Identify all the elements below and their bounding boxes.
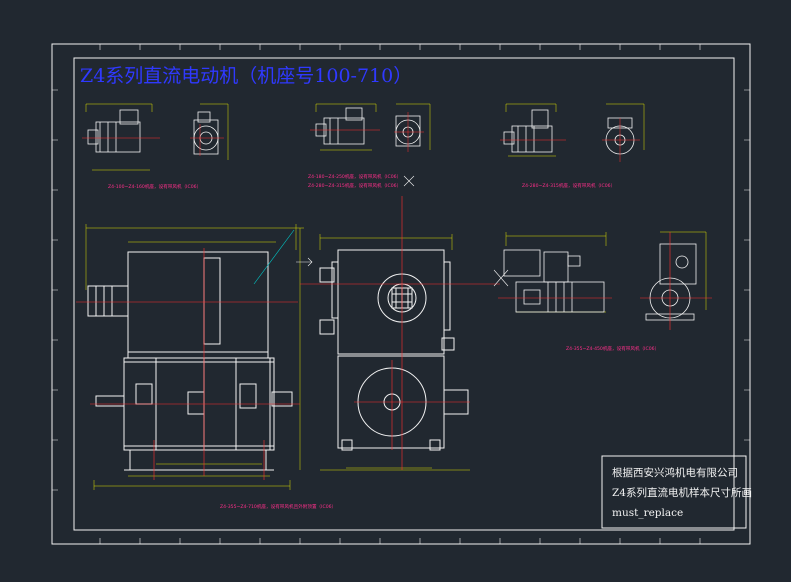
small-view-4: Z4-355~Z4-450机座，设有带风机（IC06）	[498, 231, 712, 352]
small-view-1: Z4-100~Z4-160机座，设有带风机（IC06）	[82, 103, 229, 190]
title-block-line-1: 根据西安兴鸿机电有限公司	[612, 466, 738, 479]
frame-ticks	[52, 44, 750, 544]
caption-view1: Z4-100~Z4-160机座，设有带风机（IC06）	[108, 183, 201, 190]
small-view-2: Z4-180~Z4-250机座，设有带风机（IC06） Z4-280~Z4-31…	[308, 103, 431, 189]
small-view-3: Z4-280~Z4-315机座，设有带风机（IC06）	[500, 103, 645, 189]
caption-view4: Z4-355~Z4-450机座，设有带风机（IC06）	[566, 345, 659, 352]
main-side-view	[76, 224, 304, 490]
caption-view2b: Z4-280~Z4-315机座，设有带风机（IC06）	[308, 182, 401, 189]
title-block-line-3: must_replace	[612, 507, 683, 519]
drawing-title: Z4系列直流电动机（机座号100-710）	[80, 65, 412, 87]
main-end-view	[296, 175, 509, 471]
title-block-line-2: Z4系列直流电机样本尺寸所画	[612, 486, 752, 499]
caption-main: Z4-355~Z4-710机座，设有带风机且外附顶置（IC06）	[220, 503, 336, 510]
title-block: 根据西安兴鸿机电有限公司 Z4系列直流电机样本尺寸所画 must_replace	[601, 455, 752, 529]
caption-view2a: Z4-180~Z4-250机座，设有带风机（IC06）	[308, 173, 401, 180]
caption-view3: Z4-280~Z4-315机座，设有带风机（IC06）	[522, 182, 615, 189]
drawing-frame	[51, 43, 751, 545]
